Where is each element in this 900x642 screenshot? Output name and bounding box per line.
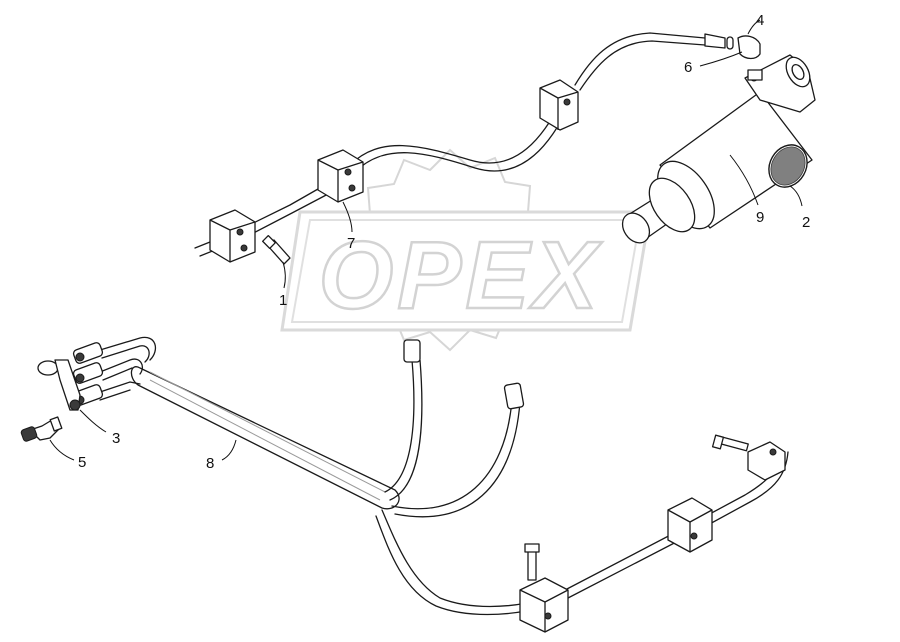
callout-1: 1 xyxy=(279,292,287,309)
leader-lines xyxy=(49,19,803,461)
opex-watermark: OPEX xyxy=(280,148,652,352)
callout-4: 4 xyxy=(756,12,764,29)
upper-hose-assembly xyxy=(194,32,761,257)
watermark-text: OPEX xyxy=(319,222,603,329)
coupling-upper xyxy=(72,342,104,364)
retaining-chain-part-3 xyxy=(37,359,81,411)
hose-end-clamp-right xyxy=(711,434,786,481)
bolt-part-1 xyxy=(261,234,291,265)
washer-part-6-upper xyxy=(726,36,734,50)
leader-5 xyxy=(49,439,75,461)
leader-6 xyxy=(699,51,743,67)
hose-end-fitting-center xyxy=(403,339,421,363)
leader-7 xyxy=(342,201,353,233)
callout-5: 5 xyxy=(78,454,86,471)
leader-2 xyxy=(789,185,803,207)
hydraulic-cylinder-part-9 xyxy=(621,54,816,244)
callout-3: 3 xyxy=(112,430,120,447)
leader-1 xyxy=(282,261,286,289)
watermark-frame xyxy=(280,210,652,332)
leader-4 xyxy=(747,19,761,35)
leader-8 xyxy=(221,439,237,461)
sensor-plug-part-5 xyxy=(20,416,63,442)
callout-labels: 1 2 3 4 5 6 7 8 9 xyxy=(78,12,810,472)
callout-7: 7 xyxy=(347,235,355,252)
hose-clamp-lower-left xyxy=(519,543,569,633)
leader-9 xyxy=(729,154,759,206)
callout-8: 8 xyxy=(206,455,214,472)
callout-6: 6 xyxy=(684,59,692,76)
callout-2: 2 xyxy=(802,214,810,231)
hose-bundle-part-8 xyxy=(72,336,789,616)
callout-9: 9 xyxy=(756,209,764,226)
hose-clamp-upper-left xyxy=(209,209,256,263)
hose-end-fitting-right xyxy=(503,382,525,410)
filter-cap-part-2 xyxy=(768,144,808,188)
hose-clamp-upper-mid xyxy=(317,149,364,203)
hose-clamp-lower-right xyxy=(667,497,713,553)
hose-clamp-upper-right xyxy=(539,79,579,131)
leader-3 xyxy=(79,409,107,433)
